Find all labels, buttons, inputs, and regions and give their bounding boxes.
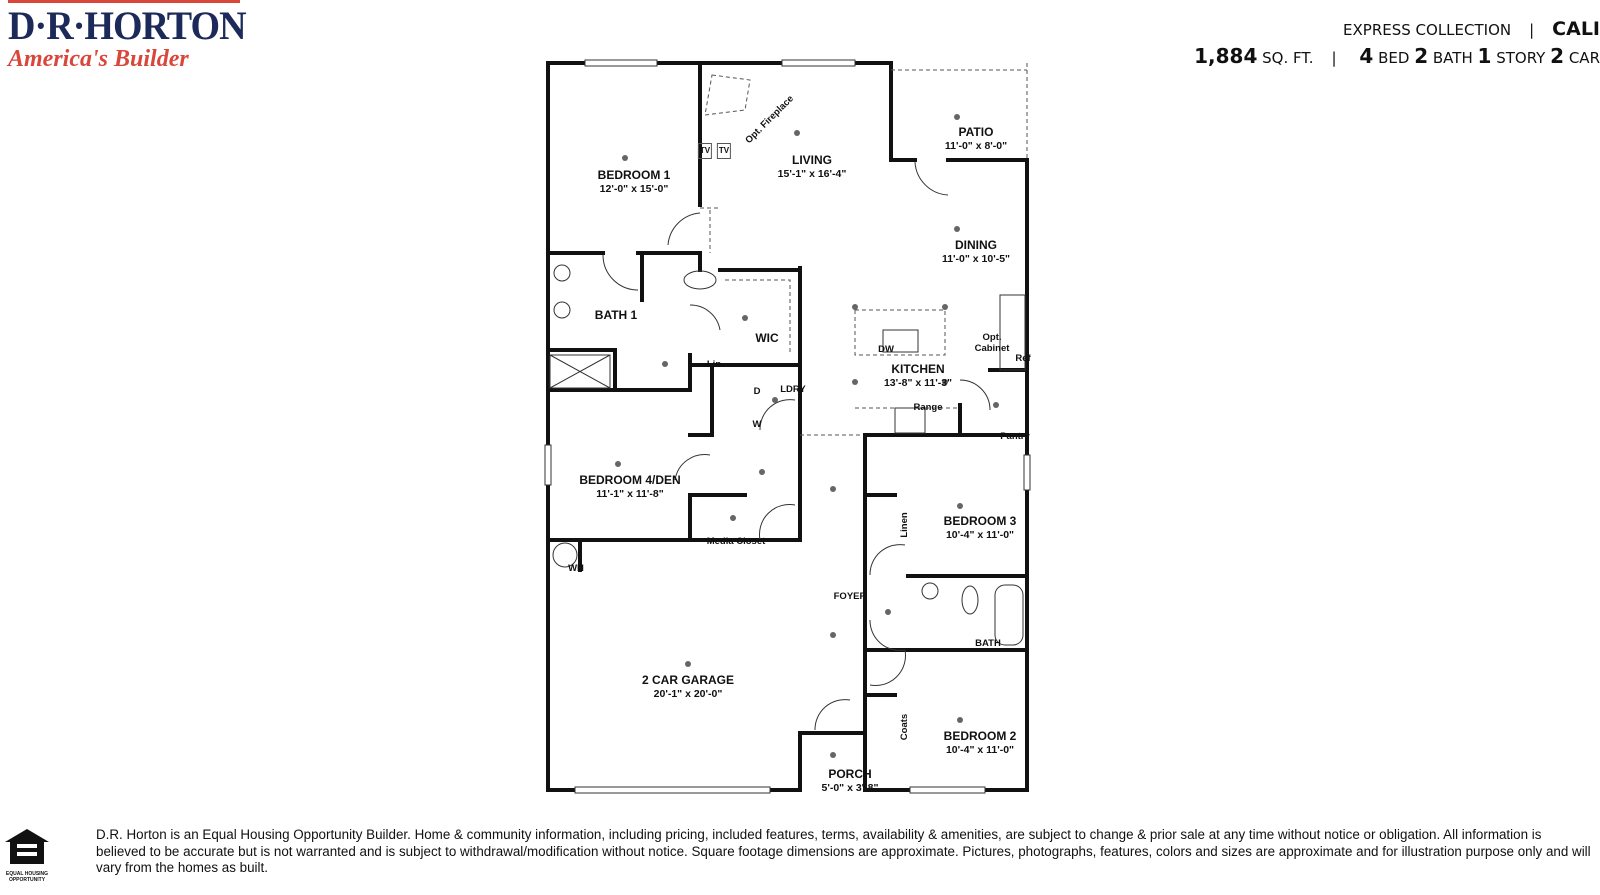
logo-tagline: America's Builder: [8, 46, 189, 72]
baths-value: 2: [1414, 44, 1429, 68]
stories-unit: STORY: [1496, 49, 1546, 67]
room-name: DINING: [954, 238, 997, 252]
opt-cabinet-label: Opt. Cabinet: [974, 332, 1010, 354]
sink-2: [553, 301, 571, 319]
toilet: [683, 270, 717, 290]
tv-marker: TV: [716, 143, 732, 159]
beds-value: 4: [1359, 44, 1374, 68]
window: [584, 59, 658, 67]
room-dims: 5'-0" x 3'-8": [821, 782, 879, 794]
room-dims: 10'-4" x 11'-0": [945, 744, 1015, 756]
dishwasher-label: DW: [878, 344, 894, 355]
room-name: PATIO: [958, 125, 994, 139]
light-markers: [615, 114, 999, 758]
plan-header: EXPRESS COLLECTION | CALI 1,884 SQ. FT. | 4…: [1194, 18, 1600, 68]
room-dims: 15'-1" x 16'-4": [777, 168, 847, 180]
logo-brand: D·R·HORTON: [8, 3, 247, 48]
room-name: LIVING: [791, 153, 832, 167]
separator: |: [1529, 21, 1535, 39]
baths-unit: BATH: [1432, 49, 1473, 67]
room-dims: 10'-4" x 11'-0": [945, 529, 1015, 541]
sqft-unit: SQ. FT.: [1262, 49, 1314, 67]
dr-horton-logo: D·R·HORTON America's Builder: [8, 0, 247, 73]
room-name: BEDROOM 3: [943, 514, 1017, 528]
water-heater-label: WH: [568, 563, 584, 574]
refrigerator-outline: [999, 294, 1026, 371]
room-dims: 11'-0" x 8'-0": [944, 140, 1008, 152]
linen-label: Linen: [899, 512, 910, 538]
room-wic: WIC: [755, 331, 779, 345]
cars-unit: CAR: [1568, 49, 1600, 67]
fireplace-outline: [704, 74, 751, 116]
linen-closet-label: Lin: [706, 359, 722, 370]
sqft-value: 1,884: [1194, 44, 1258, 68]
plan-name: CALI: [1552, 18, 1600, 40]
beds-unit: BED: [1378, 49, 1410, 67]
shower: [549, 354, 611, 389]
room-bath: BATH: [975, 638, 1001, 649]
exterior-walls: [546, 61, 1029, 792]
range-outline: [894, 407, 926, 434]
cars-value: 2: [1550, 44, 1565, 68]
range-label: Range: [913, 402, 943, 413]
room-dims: 11'-1" x 11'-8": [596, 488, 664, 500]
garage-door: [574, 786, 771, 794]
separator: |: [1331, 49, 1337, 67]
room-name: BEDROOM 1: [597, 168, 671, 182]
sink-1: [553, 264, 571, 282]
doors: [544, 59, 1031, 794]
window: [781, 59, 856, 67]
stories-value: 1: [1477, 44, 1492, 68]
room-name: BEDROOM 2: [943, 729, 1017, 743]
room-laundry: LDRY: [780, 384, 806, 395]
washer-label: W: [752, 419, 762, 430]
room-name: 2 CAR GARAGE: [641, 673, 735, 687]
interior-walls: [546, 61, 1029, 792]
walls: [546, 61, 1029, 792]
room-name: PORCH: [828, 767, 872, 781]
sink: [882, 329, 919, 353]
tub: [994, 584, 1024, 646]
pantry-label: Pantry: [1000, 431, 1030, 442]
house-icon: [5, 829, 49, 864]
window: [909, 786, 986, 794]
window: [544, 444, 552, 486]
room-bath-1: BATH 1: [594, 308, 638, 322]
room-foyer: FOYER: [833, 591, 867, 602]
tv-marker: TV: [697, 143, 713, 159]
equal-housing-logo: EQUAL HOUSING OPPORTUNITY: [2, 826, 52, 883]
room-name: BEDROOM 4/DEN: [579, 473, 681, 487]
room-dims: 20'-1" x 20'-0": [653, 688, 723, 700]
toilet: [961, 585, 979, 615]
dryer-label: D: [753, 386, 761, 397]
logo-bar: [8, 0, 240, 3]
bath-sink: [921, 582, 939, 600]
disclaimer: D.R. Horton is an Equal Housing Opportun…: [96, 827, 1591, 875]
room-dims: 11'-0" x 10'-5": [941, 253, 1011, 265]
water-heater: [552, 542, 578, 568]
room-dims: 13'-8" x 11'-3": [883, 377, 953, 389]
plan-specs: 1,884 SQ. FT. | 4 BED 2 BATH 1 STORY 2 CA…: [1194, 44, 1600, 68]
room-dims: 12'-0" x 15'-0": [599, 183, 669, 195]
coats-label: Coats: [899, 713, 910, 741]
refrigerator-label: Ref: [1015, 353, 1031, 364]
window: [1023, 454, 1031, 491]
media-closet-label: Media Closet: [706, 536, 766, 547]
room-name: KITCHEN: [891, 362, 945, 376]
collection-name: EXPRESS COLLECTION: [1343, 21, 1512, 39]
eho-label: EQUAL HOUSING OPPORTUNITY: [5, 871, 49, 883]
